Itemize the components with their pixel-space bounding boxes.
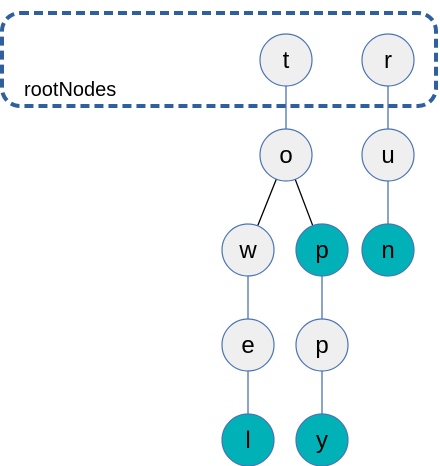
node-circle-w: [221, 223, 275, 277]
node-circle-p1: [295, 223, 349, 277]
node-circle-e: [221, 318, 275, 372]
node-label-u: u: [381, 142, 394, 169]
node-circle-t: [259, 33, 313, 87]
edge-o-p1: [294, 179, 314, 226]
node-label-n: n: [381, 237, 394, 264]
node-label-e: e: [241, 332, 254, 359]
node-label-r: r: [384, 47, 392, 74]
root-nodes-group: [0, 11, 438, 108]
node-label-t: t: [283, 47, 290, 74]
node-n: n: [361, 223, 415, 277]
root-nodes-label: rootNodes: [24, 79, 116, 101]
node-circle-l: [221, 413, 275, 466]
node-label-l: l: [245, 427, 250, 454]
node-u: u: [361, 128, 415, 182]
node-label-o: o: [279, 142, 292, 169]
node-l: l: [221, 413, 275, 466]
node-y: y: [295, 413, 349, 466]
node-circle-y: [295, 413, 349, 466]
edge-o-w: [257, 178, 277, 227]
node-p2: p: [295, 318, 349, 372]
node-e: e: [221, 318, 275, 372]
node-p1: p: [295, 223, 349, 277]
node-r: r: [361, 33, 415, 87]
node-w: w: [221, 223, 275, 277]
node-label-y: y: [316, 427, 328, 454]
node-label-p2: p: [315, 332, 328, 359]
node-circle-o: [259, 128, 313, 182]
node-t: t: [259, 33, 313, 87]
node-circle-n: [361, 223, 415, 277]
node-o: o: [259, 128, 313, 182]
node-label-p1: p: [315, 237, 328, 264]
node-label-w: w: [238, 237, 257, 264]
node-circle-p2: [295, 318, 349, 372]
node-circle-u: [361, 128, 415, 182]
node-circle-r: [361, 33, 415, 87]
